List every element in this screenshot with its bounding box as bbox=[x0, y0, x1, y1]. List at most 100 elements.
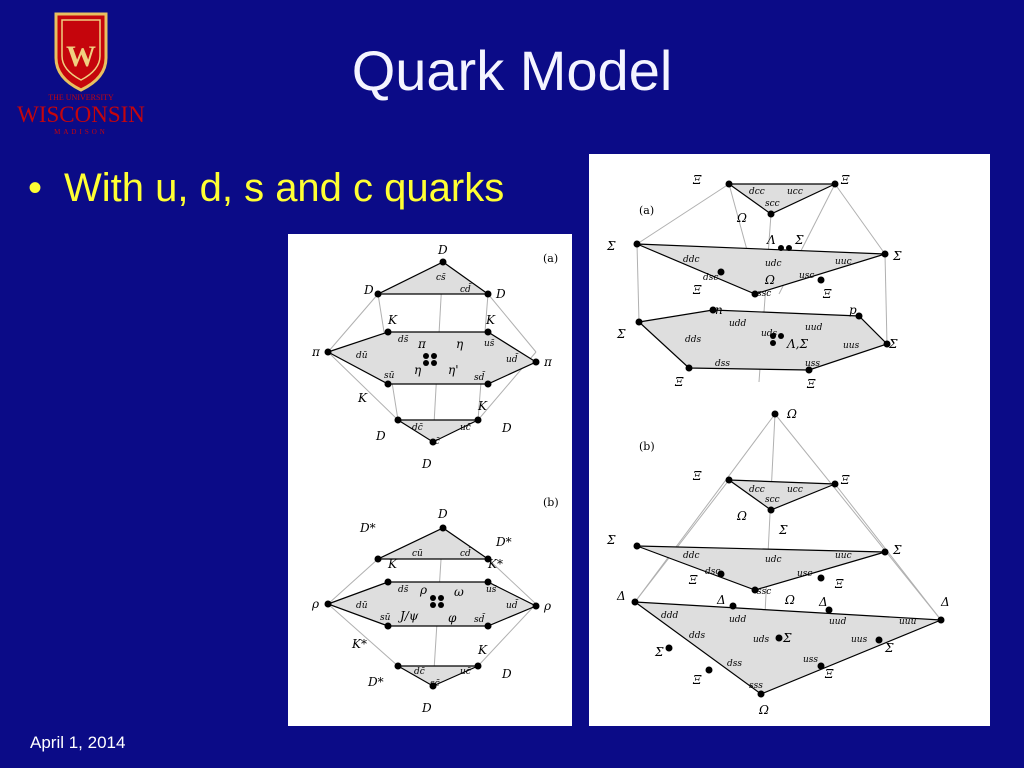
crest-letter: W bbox=[66, 40, 96, 73]
logo-top-line: THE UNIVERSITY bbox=[48, 93, 114, 102]
q-du-label: dū bbox=[356, 351, 368, 361]
q-udd-label-b: udd bbox=[729, 615, 747, 625]
D-plus-label: D bbox=[495, 287, 506, 301]
Xi-c0-label: Ξ bbox=[692, 283, 702, 297]
q-uds-label: uds bbox=[761, 329, 778, 339]
q-su-label-b: sū bbox=[380, 613, 391, 623]
slide-title: Quark Model bbox=[351, 39, 673, 102]
q-dsc-label: dsc bbox=[703, 273, 718, 283]
q-sc-label: sc̄ bbox=[430, 437, 440, 447]
q-ds-label: ds̄ bbox=[398, 335, 409, 345]
D-star0-label: D* bbox=[359, 521, 376, 535]
q-cu-label: cū bbox=[412, 549, 423, 559]
q-us-label-b: us̄ bbox=[486, 585, 497, 595]
jpsi-label: J/ψ bbox=[397, 609, 419, 623]
bullet-dot-icon: • bbox=[28, 166, 43, 210]
Ds-star-minus-label: D bbox=[421, 701, 432, 715]
panel-b-label: (b) bbox=[639, 440, 655, 453]
etac-label: η bbox=[414, 363, 422, 377]
Sigma-c-plus-label: Σ bbox=[794, 233, 804, 247]
q-uuc-label-b: uuc bbox=[835, 551, 852, 561]
Delta-pp-label: Δ bbox=[940, 595, 950, 609]
q-dc-label-b: dc̄ bbox=[414, 667, 425, 677]
q-uss-label-b: uss bbox=[803, 655, 818, 665]
q-ssc-label: ssc bbox=[757, 289, 771, 299]
bullet-item: • With u, d, s and c quarks bbox=[28, 166, 504, 211]
K-minus-label: K bbox=[357, 391, 368, 405]
panel-b-label: (b) bbox=[543, 496, 559, 509]
baryon-diagram-panel: (a) Ξ Ξ Ω Λ Σ Σ Σ Ξ Ω Ξ n p Σ Σ Λ,Σ Ξ Ξ … bbox=[589, 154, 990, 726]
q-ddd-label: ddd bbox=[661, 611, 679, 621]
Omega-ccc-label: Ω bbox=[786, 407, 797, 421]
meson-diagram-panel: (a) D D D K K π π K K D D D π η η η' cs̄… bbox=[288, 234, 572, 726]
D-minus-label: D bbox=[375, 429, 386, 443]
baryon-diagram: (a) Ξ Ξ Ω Λ Σ Σ Σ Ξ Ω Ξ n p Σ Σ Λ,Σ Ξ Ξ … bbox=[606, 173, 950, 717]
omega-label: ω bbox=[454, 585, 464, 599]
q-ddc-label: ddc bbox=[683, 255, 700, 265]
q-usc-label-b: usc bbox=[797, 569, 812, 579]
Sigma-plus-label: Σ bbox=[888, 337, 898, 351]
q-ud-label: ud̄ bbox=[506, 353, 519, 365]
Xi0-label: Ξ bbox=[806, 377, 816, 391]
q-udc-label: udc bbox=[765, 259, 782, 269]
K-star0bar-label: K bbox=[477, 643, 488, 657]
q-ucc-label: ucc bbox=[787, 187, 803, 197]
Xi-minus-label: Ξ bbox=[674, 375, 684, 389]
q-udd-label: udd bbox=[729, 319, 747, 329]
D0-label: D bbox=[363, 283, 374, 297]
q-su-label: sū bbox=[384, 371, 395, 381]
n-label: n bbox=[715, 303, 723, 317]
q-du-label-b: dū bbox=[356, 601, 368, 611]
q-uc-label-b: uc̄ bbox=[460, 667, 471, 677]
pi-plus-label: π bbox=[543, 355, 553, 369]
bullet-text: With u, d, s and c quarks bbox=[64, 166, 505, 210]
Delta-minus-label: Δ bbox=[616, 589, 626, 603]
Sigma-plus-label-b: Σ bbox=[884, 641, 894, 655]
D-star0bar-label: D bbox=[501, 667, 512, 681]
rho-plus-label: ρ bbox=[543, 599, 551, 613]
Sigma-c0-label-b: Σ bbox=[606, 533, 616, 547]
q-dds-label: dds bbox=[685, 335, 702, 345]
Sigma-cpp-label-b: Σ bbox=[892, 543, 902, 557]
Sigma-minus-label: Σ bbox=[616, 327, 626, 341]
q-uud-label-b: uud bbox=[829, 617, 847, 627]
eta-label: η bbox=[456, 337, 464, 351]
Sigma-minus-label-b: Σ bbox=[654, 645, 664, 659]
K-plus-label: K bbox=[485, 313, 496, 327]
q-dc-label: dc̄ bbox=[412, 423, 423, 433]
Omega-minus-label: Ω bbox=[758, 703, 769, 717]
Omega-cc-plus-label-b: Ω bbox=[736, 509, 747, 523]
Delta-plus-label: Δ bbox=[818, 595, 828, 609]
Lambda-c-plus-label: Λ bbox=[766, 233, 776, 247]
q-dcc-label: dcc bbox=[749, 187, 765, 197]
q-uss-label: uss bbox=[805, 359, 820, 369]
phi-label: φ bbox=[448, 611, 457, 625]
rho-minus-label: ρ bbox=[311, 597, 319, 611]
Ds-minus-label: D bbox=[421, 457, 432, 471]
q-uuu-label: uuu bbox=[899, 617, 917, 627]
Sigma-c0-label: Σ bbox=[606, 239, 616, 253]
logo-name: WISCONSIN bbox=[17, 102, 145, 127]
rho0-label: ρ bbox=[419, 583, 427, 597]
q-cd-label-b: cd̄ bbox=[460, 547, 472, 559]
D-star-minus-label: D* bbox=[367, 675, 384, 689]
university-logo: W THE UNIVERSITY WISCONSIN MADISON bbox=[17, 12, 145, 136]
D0bar-label: D bbox=[501, 421, 512, 435]
q-sd-label-b: sd̄ bbox=[474, 613, 486, 625]
meson-diagram: (a) D D D K K π π K K D D D π η η η' cs̄… bbox=[311, 243, 559, 715]
Ds-plus-label: D bbox=[437, 243, 448, 257]
q-ucc-label-b: ucc bbox=[787, 485, 803, 495]
D-star-plus-label: D* bbox=[495, 535, 512, 549]
Xi-c0-label-b: Ξ bbox=[688, 573, 698, 587]
q-uds-label-b: uds bbox=[753, 635, 770, 645]
q-dsc-label-b: dsc bbox=[705, 567, 720, 577]
q-uuc-label: uuc bbox=[835, 257, 852, 267]
q-uus-label-b: uus bbox=[851, 635, 868, 645]
q-sss-label: sss bbox=[749, 681, 763, 691]
Xi-c-plus-label: Ξ bbox=[822, 287, 832, 301]
Xi-c-plus-label-b: Ξ bbox=[834, 577, 844, 591]
q-sc-label-b: sc̄ bbox=[430, 679, 440, 689]
slide-date: April 1, 2014 bbox=[30, 733, 126, 752]
Sigma0-label: Σ bbox=[782, 631, 792, 645]
q-uud-label: uud bbox=[805, 323, 823, 333]
